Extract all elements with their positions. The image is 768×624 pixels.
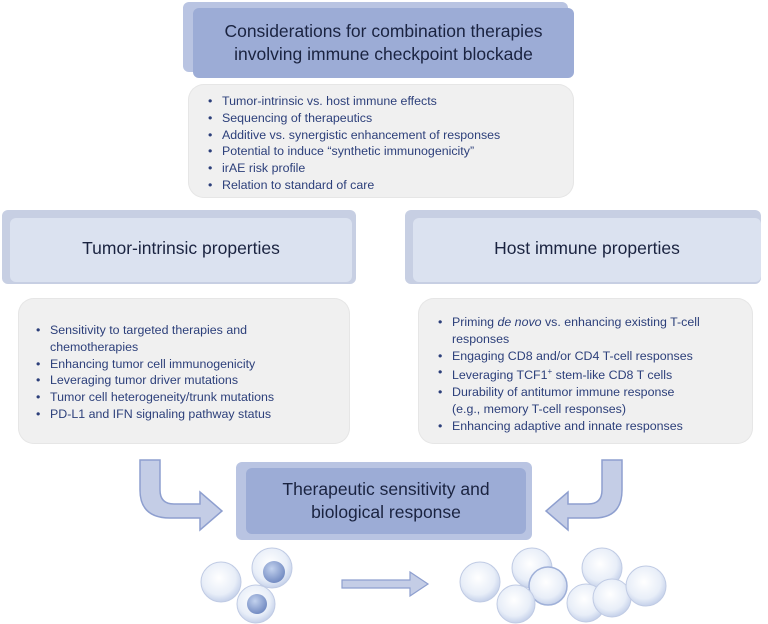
tumor-property-item: Enhancing tumor cell immunogenicity [36,356,274,373]
left-title: Tumor-intrinsic properties [82,237,280,258]
host-properties-panel: Priming de novo vs. enhancing existing T… [418,298,753,444]
host-property-item: Engaging CD8 and/or CD4 T-cell responses [438,348,700,365]
tumor-property-item: Leveraging tumor driver mutations [36,372,274,389]
tumor-property-text: Sensitivity to targeted therapies and [50,323,247,337]
host-property-text: Durability of antitumor immune response [452,385,675,400]
header-box [193,8,574,78]
host-property-text-pre: Priming [452,315,498,329]
tumor-properties-panel: Sensitivity to targeted therapies and ch… [18,298,350,444]
cell-icon [528,566,568,606]
cell-icon [592,578,632,618]
consideration-item: Relation to standard of care [208,177,500,194]
cell-icon [581,547,623,589]
host-property-item: Enhancing adaptive and innate responses [438,418,700,435]
host-properties-list: Priming de novo vs. enhancing existing T… [436,314,700,435]
cell-icon [511,547,553,589]
host-property-text-pre: Leveraging TCF1 [452,368,548,383]
outcome-line1: Therapeutic sensitivity and [282,479,490,500]
consideration-item: Sequencing of therapeutics [208,110,500,127]
outcome-box [246,468,526,534]
cell-icon [200,561,242,603]
right-curved-arrow [544,459,623,532]
tumor-cells-right [459,547,667,624]
host-property-text-sup: + [547,367,553,377]
header-title-line2: involving immune checkpoint blockade [234,44,533,64]
consideration-item: Potential to induce “synthetic immunogen… [208,143,500,160]
cell-icon [496,584,536,624]
tumor-property-text-cont: chemotherapies [50,339,139,354]
tumor-property-item: Tumor cell heterogeneity/trunk mutations [36,389,274,406]
consideration-item: irAE risk profile [208,160,500,177]
outcome-line2: biological response [311,502,461,522]
host-property-text-cont: responses [452,331,510,346]
host-property-text-cont: (e.g., memory T-cell responses) [452,402,626,417]
cell-icon [625,565,667,607]
consideration-item: Tumor-intrinsic vs. host immune effects [208,93,500,110]
tumor-cells-left [200,547,293,624]
host-property-text: Priming de novo vs. enhancing existing T… [452,314,700,331]
considerations-panel: Tumor-intrinsic vs. host immune effects … [188,84,574,198]
host-property-item: Leveraging TCF1+ stem-like CD8 T cells [438,364,700,384]
considerations-list: Tumor-intrinsic vs. host immune effects … [206,93,500,194]
consideration-item: Additive vs. synergistic enhancement of … [208,127,500,144]
outcome-text: Therapeutic sensitivity and biological r… [246,468,526,534]
tumor-property-item: PD-L1 and IFN signaling pathway status [36,406,274,423]
header-title: Considerations for combination therapies… [193,8,574,78]
left-curved-arrow [139,459,224,532]
tumor-property-item: Sensitivity to targeted therapies and ch… [36,322,274,356]
host-property-item: Durability of antitumor immune response … [438,384,700,418]
right-title-box [413,218,761,282]
host-property-text-post: stem-like CD8 T cells [552,368,673,383]
left-title-box [10,218,352,282]
host-property-text-em: de novo [497,315,542,329]
cell-icon [566,583,606,623]
straight-arrow [341,570,430,598]
tumor-properties-list: Sensitivity to targeted therapies and ch… [34,322,274,423]
cell-icon [251,547,293,589]
host-property-item: Priming de novo vs. enhancing existing T… [438,314,700,348]
cell-icon [236,584,276,624]
cell-icon [459,561,501,603]
host-property-text-post: vs. enhancing existing T-cell [541,315,700,329]
header-title-line1: Considerations for combination therapies [224,21,543,42]
right-title: Host immune properties [494,237,680,258]
